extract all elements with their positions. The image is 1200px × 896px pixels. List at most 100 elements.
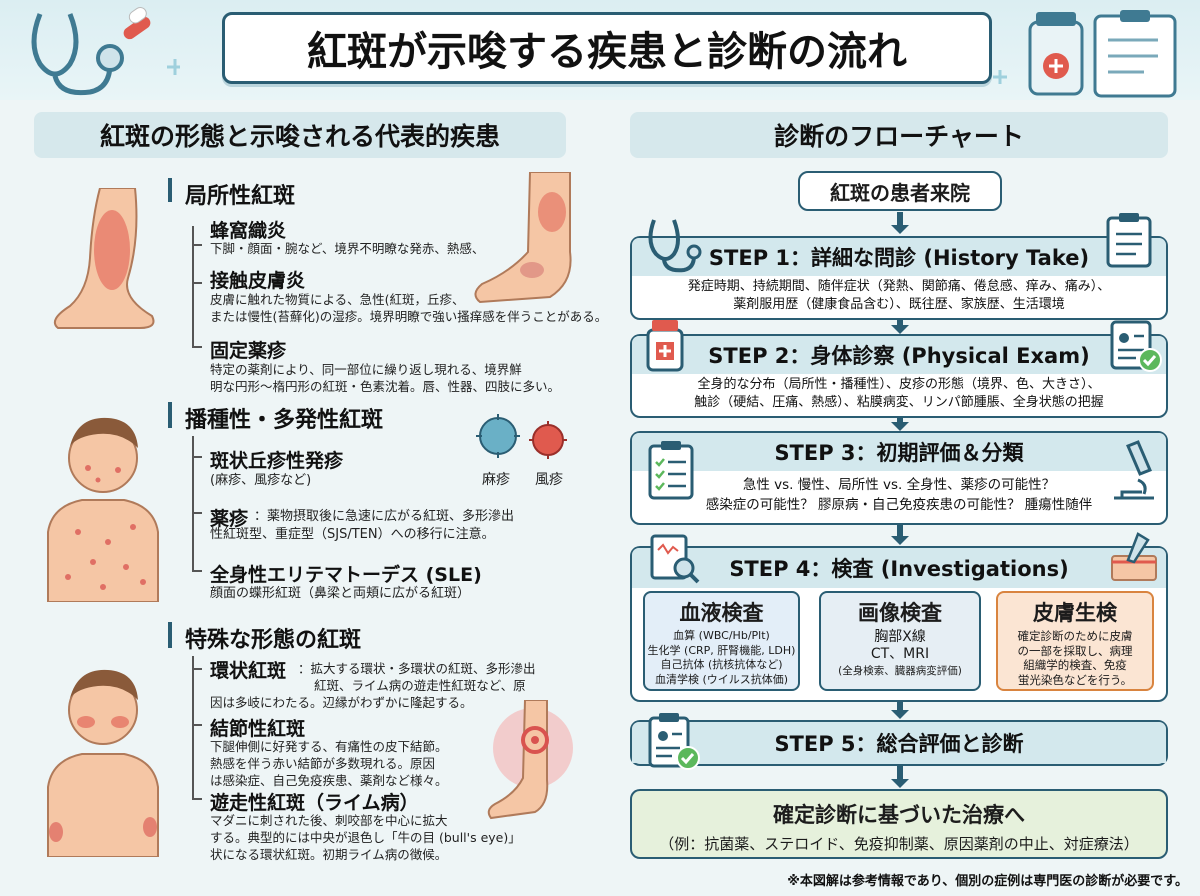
- step-2-title: STEP 2：身体診察 (Physical Exam): [632, 336, 1166, 374]
- item-annular-desc-2: 因は多岐にわたる。辺縁がわずかに隆起する。: [210, 695, 473, 710]
- tree-connector: [192, 670, 202, 726]
- item-contact-dermatitis-desc-1: 皮膚に触れた物質による、急性(紅斑，丘疹、: [210, 292, 465, 307]
- test-biopsy-line: 蛍光染色などを行う。: [1017, 672, 1133, 687]
- virus-icon: [476, 414, 567, 459]
- item-fixed-drug-eruption-title: 固定薬疹: [210, 340, 287, 362]
- medicine-bottle-icon: [646, 320, 684, 372]
- item-maculopapular-desc: (麻疹、風疹など): [210, 473, 312, 488]
- flow-arrow: [891, 525, 909, 545]
- step-5-box: STEP 5：総合評価と診断: [630, 720, 1168, 766]
- foot-contact-dermatitis-illustration: [474, 172, 572, 304]
- test-blood-line: 自己抗体 (抗核抗体など): [660, 658, 783, 671]
- tree-connector: [192, 246, 202, 284]
- flow-arrow: [891, 702, 909, 719]
- tree-connector: [192, 284, 202, 348]
- flow-arrow: [891, 212, 909, 234]
- test-imaging-box: 画像検査 胸部X線 CT、MRI (全身検索、臓器病変評価): [819, 591, 981, 691]
- flow-arrow: [891, 766, 909, 788]
- test-blood-line: 血算 (WBC/Hb/Plt): [673, 629, 770, 642]
- patient-record-check-icon: [648, 713, 700, 770]
- step-3-body-line-1: 急性 vs. 慢性、局所性 vs. 全身性、薬疹の可能性？: [742, 477, 1056, 493]
- step-3-body: 急性 vs. 慢性、局所性 vs. 全身性、薬疹の可能性？ 感染症の可能性？ 膠…: [642, 475, 1156, 515]
- item-erythema-migrans-title: 遊走性紅斑（ライム病）: [210, 792, 419, 814]
- test-imaging-body: 胸部X線 CT、MRI (全身検索、臓器病変評価): [821, 629, 979, 680]
- stethoscope-small-icon: [648, 219, 702, 273]
- step-3-box: STEP 3：初期評価＆分類 急性 vs. 慢性、局所性 vs. 全身性、薬疹の…: [630, 431, 1168, 525]
- category-bar-disseminated: [168, 402, 172, 428]
- final-treatment-box: 確定診断に基づいた治療へ （例：抗菌薬、ステロイド、免疫抑制薬、原因薬剤の中止、…: [630, 789, 1168, 859]
- tree-connector: [192, 514, 202, 572]
- item-fixed-drug-eruption-desc-2: 明な円形～楕円形の紅斑・色素沈着。唇、性器、四肢に多い。: [210, 379, 561, 394]
- leg-cellulitis-illustration: [54, 188, 155, 329]
- item-erythema-nodosum-desc-3: は感染症、自己免疫疾患、薬剤など様々。: [210, 773, 448, 788]
- item-cellulitis-title: 蜂窩織炎: [210, 220, 287, 242]
- step-2-body-line-1: 全身的な分布（局所性・播種性）、皮疹の形態（境界、色、大きさ）、: [697, 377, 1101, 392]
- test-biopsy-box: 皮膚生検 確定診断のために皮膚 の一部を採取し、病理 組織学的検査、免疫 蛍光染…: [996, 591, 1154, 691]
- item-annular-inline: ：拡大する環状・多環状の紅斑、多形滲出: [298, 661, 536, 676]
- item-erythema-nodosum-desc-2: 熱感を伴う赤い結節が多数現れる。原因: [210, 756, 436, 771]
- flow-arrow: [891, 418, 909, 431]
- tree-connector: [192, 726, 202, 800]
- step-4-title: STEP 4：検査 (Investigations): [632, 548, 1166, 588]
- test-blood-line: 生化学 (CRP, 肝腎機能, LDH): [647, 643, 796, 657]
- step-3-body-line-2: 感染症の可能性？ 膠原病・自己免疫疾患の可能性？ 腫瘍性随伴: [705, 497, 1093, 513]
- step-2-body-line-2: 触診（硬結、圧痛、熱感）、粘膜病変、リンパ節腫脹、全身状態の把握: [694, 395, 1104, 410]
- test-blood-body: 血算 (WBC/Hb/Plt) 生化学 (CRP, 肝腎機能, LDH) 自己抗…: [645, 629, 798, 687]
- step-1-title: STEP 1：詳細な問診 (History Take): [632, 238, 1166, 276]
- item-contact-dermatitis-title: 接触皮膚炎: [210, 270, 306, 292]
- test-imaging-line: 胸部X線: [874, 629, 926, 645]
- item-annular-title: 環状紅斑: [210, 660, 287, 682]
- tree-connector: [192, 436, 202, 458]
- test-biopsy-line: 組織学的検査、免疫: [1023, 658, 1127, 672]
- item-drug-eruption-desc: 性紅斑型、重症型（SJS/TEN）への移行に注意。: [210, 527, 495, 542]
- test-biopsy-line: 確定診断のために皮膚: [1017, 629, 1133, 643]
- item-cellulitis-desc: 下脚・顔面・腕など、境界不明瞭な発赤、熱感、: [210, 241, 485, 256]
- leg-erythema-migrans-illustration: [487, 700, 573, 820]
- medical-record-check-icon: [1110, 320, 1162, 372]
- item-sle-title: 全身性エリテマトーデス (SLE): [210, 564, 482, 586]
- virus-label-rubella: 風疹: [535, 472, 563, 488]
- step-2-body: 全身的な分布（局所性・播種性）、皮疹の形態（境界、色、大きさ）、 触診（硬結、圧…: [642, 376, 1156, 412]
- right-section-header: 診断のフローチャート: [630, 112, 1168, 158]
- tree-connector: [192, 226, 202, 246]
- item-drug-eruption-title: 薬疹: [210, 508, 249, 530]
- test-biopsy-title: 皮膚生検: [1033, 601, 1117, 625]
- test-biopsy-line: の一部を採取し、病理: [1017, 643, 1133, 658]
- step-1-body: 発症時期、持続期間、随伴症状（発熱、関節痛、倦怠感、痒み、痛み）、 薬剤服用歴（…: [642, 278, 1156, 314]
- page-title: 紅斑が示唆する疾患と診断の流れ: [222, 12, 992, 84]
- test-blood-line: 血清学検 (ウイルス抗体価): [654, 672, 789, 686]
- step-2-box: STEP 2：身体診察 (Physical Exam) 全身的な分布（局所性・播…: [630, 334, 1168, 418]
- step-5-title: STEP 5：総合評価と診断: [632, 722, 1166, 763]
- item-erythema-nodosum-desc-1: 下腿伸側に好発する、有痛性の皮下結節。: [210, 739, 448, 754]
- test-blood-box: 血液検査 血算 (WBC/Hb/Plt) 生化学 (CRP, 肝腎機能, LDH…: [643, 591, 800, 691]
- medicine-clipboard-icon: [993, 10, 1177, 98]
- report-magnifier-icon: [650, 534, 700, 584]
- item-sle-desc: 顔面の蝶形紅斑（鼻梁と両頬に広がる紅斑）: [210, 586, 471, 601]
- item-erythema-migrans-desc-1: マダニに刺された後、刺咬部を中心に拡大: [210, 813, 448, 828]
- flow-arrow: [891, 320, 909, 334]
- item-contact-dermatitis-desc-2: または慢性(苔蘚化)の湿疹。境界明瞭で強い搔痒感を伴うことがある。: [210, 309, 608, 324]
- item-fixed-drug-eruption-desc-1: 特定の薬剤により、同一部位に繰り返し現れる、境界鮮: [210, 362, 522, 377]
- category-disseminated-title: 播種性・多発性紅斑: [185, 408, 384, 433]
- step-1-body-line-2: 薬剤服用歴（健康食品含む）、既往歴、家族歴、生活環境: [733, 297, 1065, 312]
- item-erythema-migrans-desc-2: する。典型的には中央が退色し「牛の目 (bull's eye)」: [210, 830, 521, 845]
- step-1-body-line-1: 発症時期、持続期間、随伴症状（発熱、関節痛、倦怠感、痒み、痛み）、: [687, 279, 1111, 294]
- microscope-icon: [1114, 440, 1154, 500]
- clipboard-check-icon: [648, 441, 694, 500]
- stethoscope-icon: [31, 6, 180, 96]
- step-1-box: STEP 1：詳細な問診 (History Take) 発症時期、持続期間、随伴…: [630, 236, 1168, 320]
- test-biopsy-body: 確定診断のために皮膚 の一部を採取し、病理 組織学的検査、免疫 蛍光染色などを行…: [998, 629, 1152, 687]
- child-rash-illustration: [47, 417, 159, 602]
- item-erythema-migrans-desc-3: 状になる環状紅斑。初期ライム病の徴候。: [210, 847, 448, 862]
- test-imaging-line: CT、MRI: [870, 646, 930, 662]
- item-annular-desc-1: 紅斑、ライム病の遊走性紅斑など、原: [314, 678, 526, 693]
- tree-connector: [192, 656, 202, 670]
- virus-label-measles: 麻疹: [482, 472, 510, 488]
- skin-biopsy-icon: [1111, 532, 1157, 581]
- tree-connector: [192, 458, 202, 514]
- step-3-title: STEP 3：初期評価＆分類: [632, 433, 1166, 471]
- item-erythema-nodosum-title: 結節性紅斑: [210, 718, 306, 740]
- footnote: ※本図解は参考情報であり、個別の症例は専門医の診断が必要です。: [787, 874, 1188, 889]
- flow-start-box: 紅斑の患者来院: [798, 171, 1002, 211]
- category-special-title: 特殊な形態の紅斑: [185, 628, 362, 653]
